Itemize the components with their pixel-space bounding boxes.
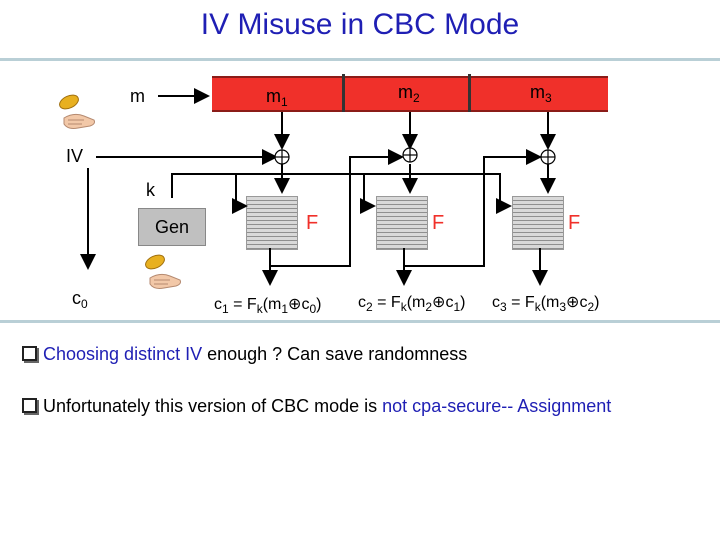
prf-label-2: F — [432, 212, 445, 234]
page-title: IV Misuse in CBC Mode — [200, 8, 520, 41]
block-separator — [342, 74, 345, 112]
c0-label: c0 — [72, 288, 88, 311]
bullet-1: Choosing distinct IV enough ? Can save r… — [22, 344, 467, 365]
coin-hand-icon — [59, 94, 95, 129]
ciphertext-2-equation: c2 = Fk(m2⊕c1) — [358, 294, 466, 314]
ciphertext-3-equation: c3 = Fk(m3⊕c2) — [492, 294, 600, 314]
block-cipher-icon — [512, 196, 564, 250]
message-label: m — [130, 86, 145, 106]
bullet-square-icon — [22, 398, 37, 413]
gen-box: Gen — [138, 208, 206, 246]
title-divider — [0, 58, 720, 61]
coin-hand-icon — [145, 254, 181, 289]
iv-label: IV — [66, 146, 84, 166]
bullet-2: Unfortunately this version of CBC mode i… — [22, 396, 611, 417]
xor-icon — [274, 147, 556, 165]
prf-label-1: F — [306, 212, 319, 234]
bullet-square-icon — [22, 346, 37, 361]
message-block-2-label: m2 — [398, 82, 420, 105]
ciphertext-1-equation: c1 = Fk(m1⊕c0) — [214, 296, 322, 316]
block-separator — [468, 74, 471, 112]
block-cipher-icon — [376, 196, 428, 250]
key-label: k — [146, 180, 155, 200]
message-block-1-label: m1 — [266, 86, 288, 109]
message-blocks-bar — [212, 76, 608, 112]
message-block-3-label: m3 — [530, 82, 552, 105]
prf-label-3: F — [568, 212, 581, 234]
block-cipher-icon — [246, 196, 298, 250]
section-divider — [0, 320, 720, 323]
